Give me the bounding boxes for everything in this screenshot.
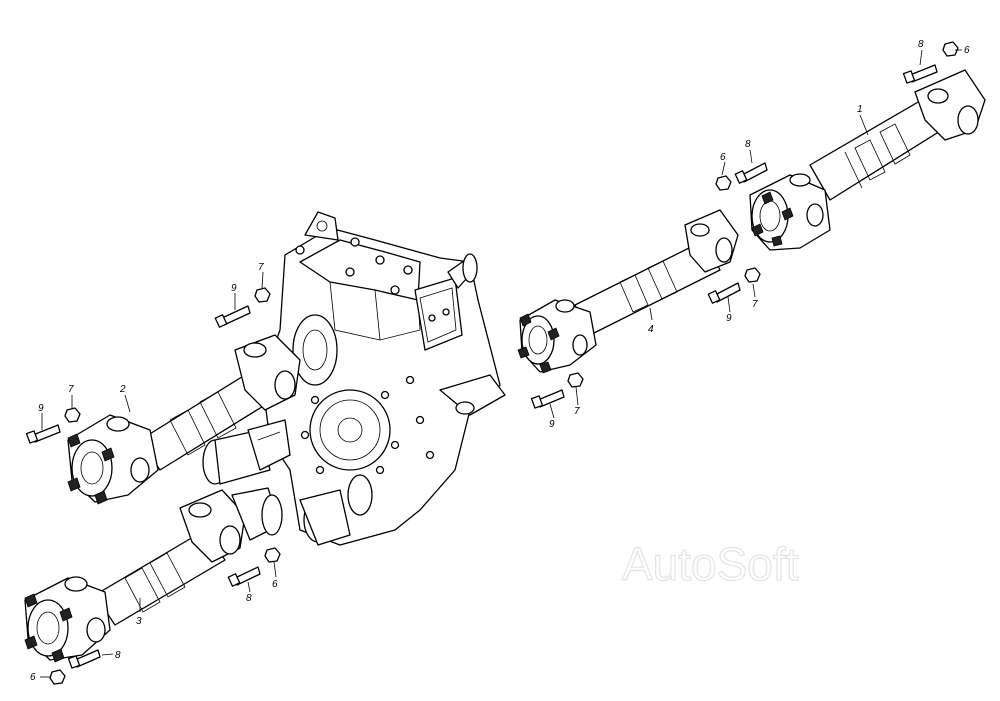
callout-8-top: 8 [918,39,924,50]
callout-4: 4 [648,324,654,335]
callout-7-under: 7 [574,406,580,417]
fasteners [25,41,959,685]
callout-7-case: 7 [258,262,264,273]
callout-3: 3 [136,616,142,627]
callout-labels: 1 2 3 4 6 6 6 6 7 7 7 7 8 8 8 8 9 9 9 9 [30,39,970,683]
callout-8-mid: 8 [745,139,751,150]
callout-8-lower: 8 [246,593,252,604]
callout-6-top: 6 [964,45,970,56]
drive-shaft-4 [517,209,739,374]
drive-shaft-3 [24,487,283,663]
callout-8-bottom: 8 [115,650,121,661]
watermark-text: AutoSoft [622,538,799,590]
callout-2: 2 [119,384,126,395]
drive-shaft-1 [749,69,986,251]
drive-shaft-2 [67,334,301,505]
callout-6-lower: 6 [272,579,278,590]
leader-lines [40,49,962,678]
callout-6-bottom: 6 [30,672,36,683]
callout-1: 1 [857,104,863,115]
callout-9-right: 9 [726,313,732,324]
callout-9-under: 9 [549,419,555,430]
callout-6-mid: 6 [720,152,726,163]
callout-7-right: 7 [752,299,758,310]
callout-9-left: 9 [38,403,44,414]
transfer-case [202,211,506,546]
callout-7-left: 7 [68,384,74,395]
callout-9-case: 9 [231,283,237,294]
